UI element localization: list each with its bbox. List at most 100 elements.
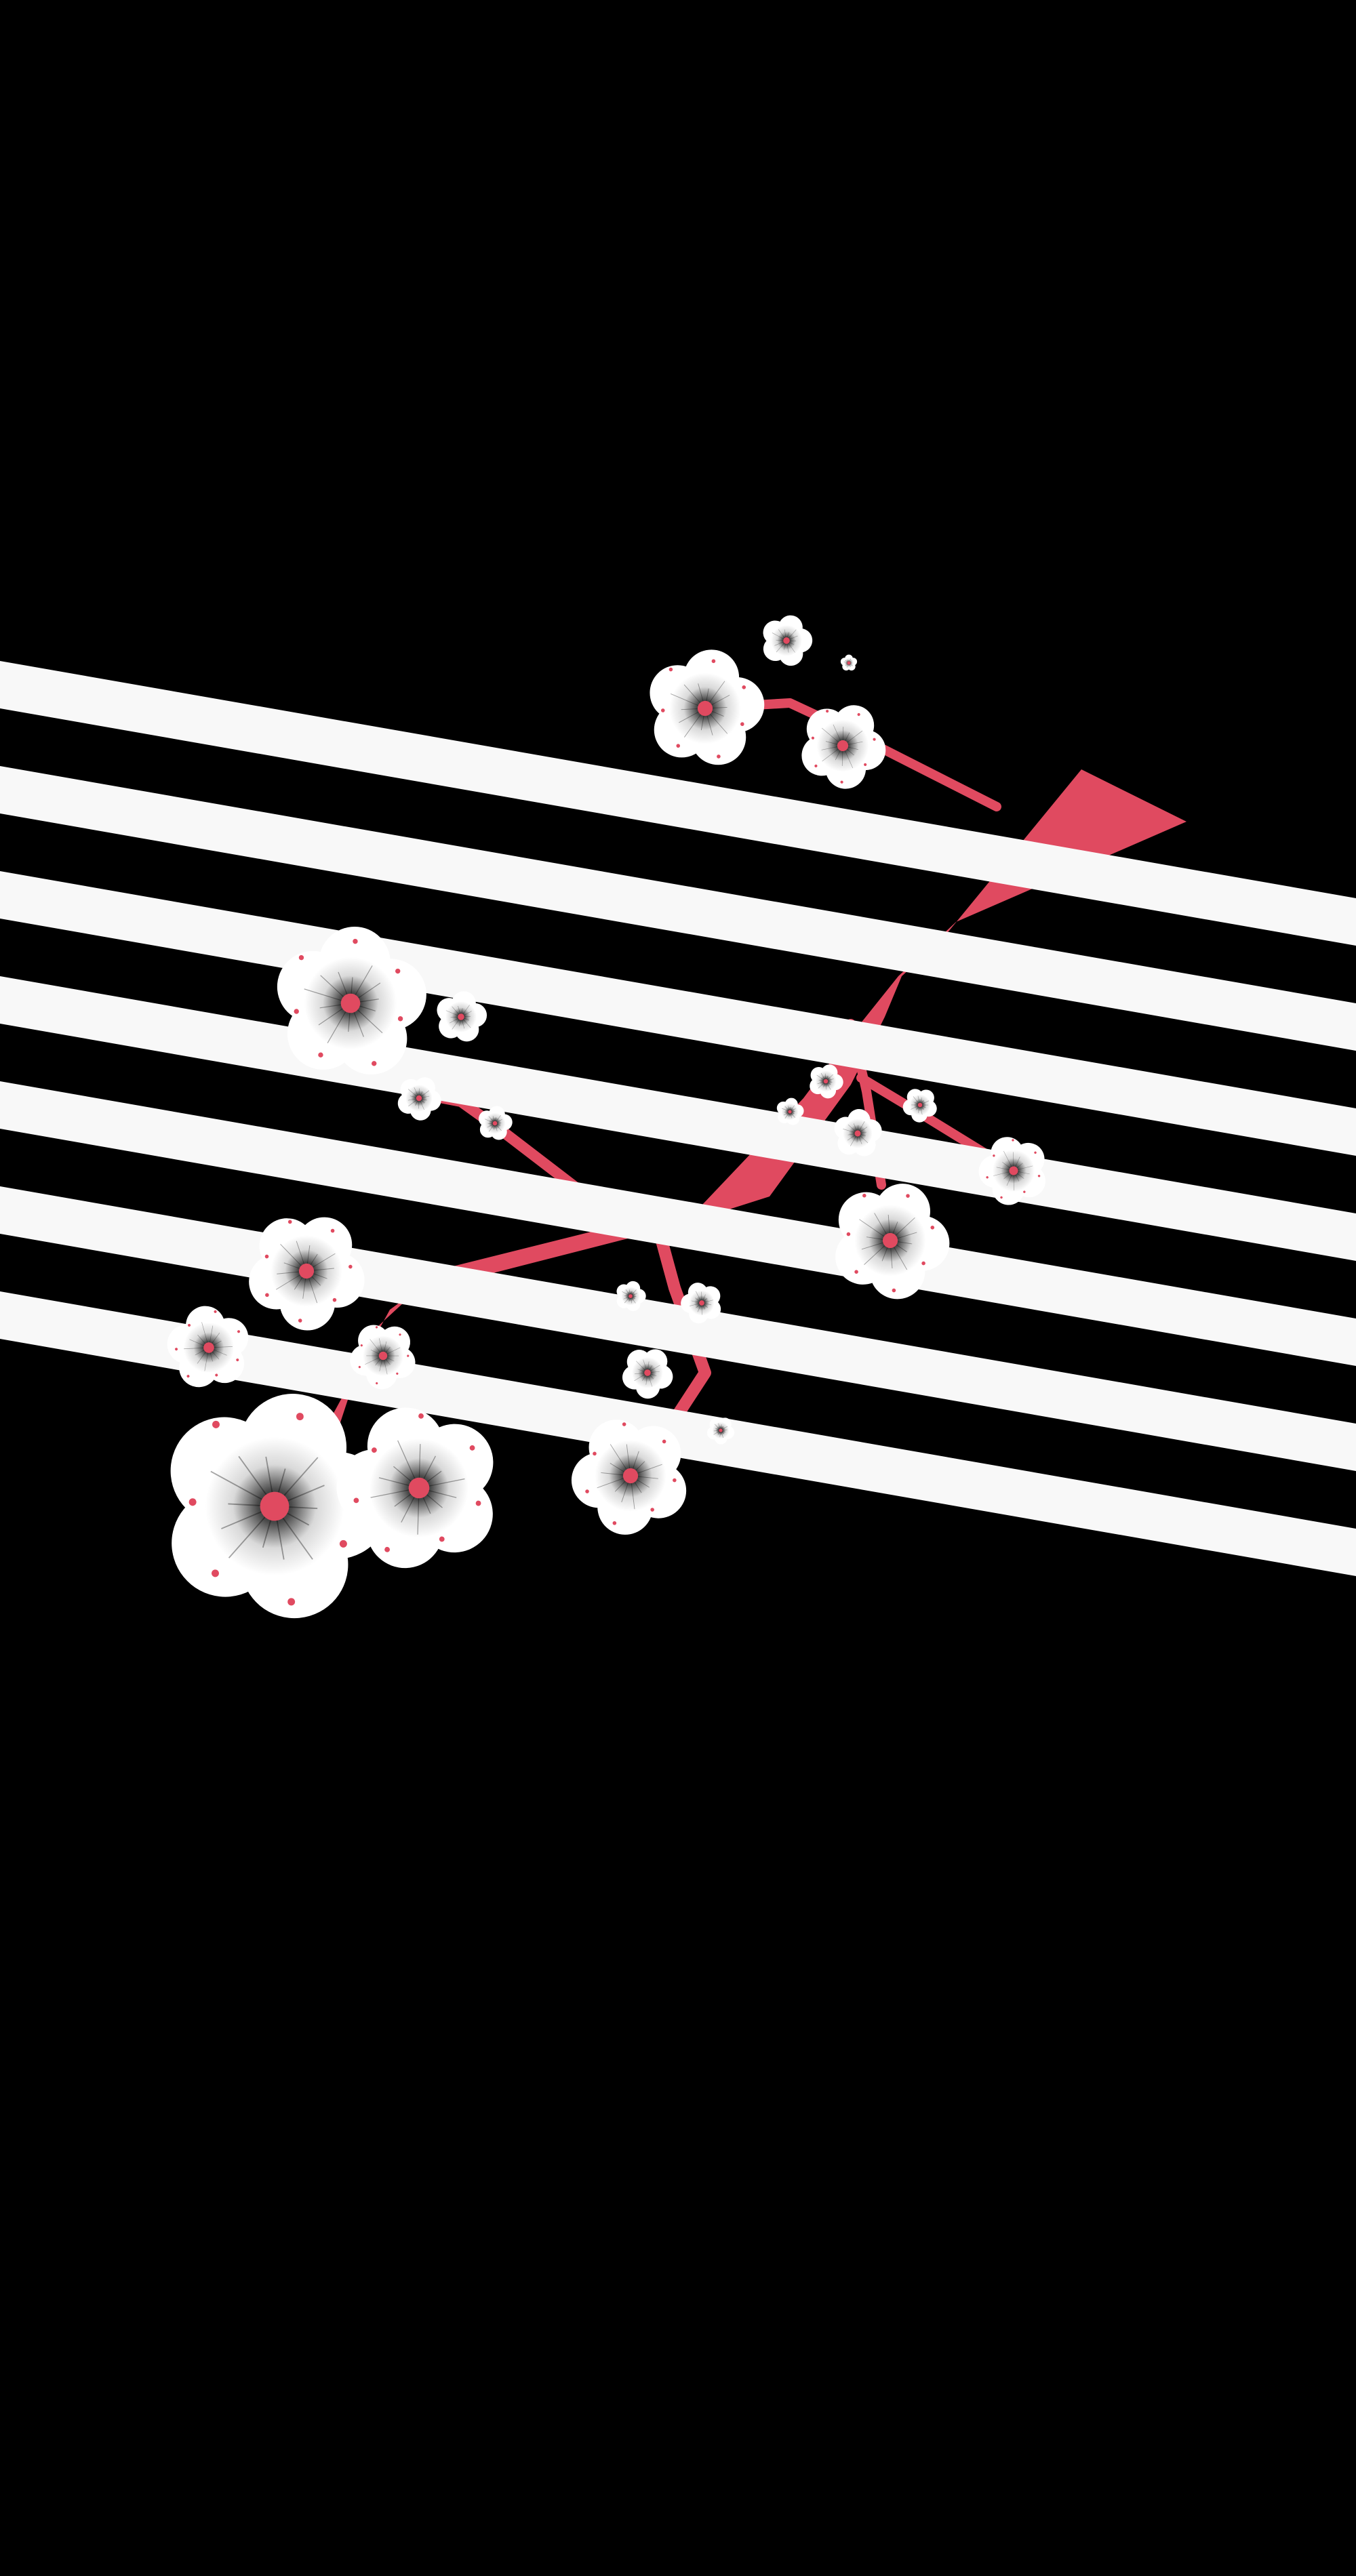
blossom-anther [854,1270,858,1274]
blossom-anther [669,667,673,672]
blossom-anther [840,780,843,784]
blossom [763,615,813,666]
blossom-center [854,1130,861,1137]
blossom-anther [264,1254,269,1259]
blossom-anther [372,1061,377,1066]
blossom-anther [740,722,744,726]
blossom-anther [418,1413,424,1419]
blossom [801,705,886,789]
blossom-anther [930,1226,935,1230]
blossom [835,1184,950,1300]
blossom-anther [1034,1151,1037,1154]
blossom-anther [993,1154,995,1157]
blossom [571,1420,687,1535]
blossom-anther [673,1478,677,1483]
blossom-center [847,661,851,665]
blossom-anther [612,1521,617,1525]
blossom [776,1098,804,1125]
blossom-center [788,1110,792,1114]
blossom-center [622,1468,639,1484]
blossom-center [203,1342,214,1353]
blossom-center [340,993,361,1013]
blossom-center [644,1369,651,1376]
blossoms [167,615,1045,1619]
blossom-anther [375,1326,378,1329]
blossom-anther [236,1359,239,1362]
blossom-center [783,637,790,644]
blossom-anther [384,1546,390,1552]
blossom [170,1394,390,1619]
blossom-anther [371,1447,377,1453]
blossom-center [699,1300,704,1306]
blossom-anther [439,1536,445,1542]
blossom-center [917,1102,923,1108]
blossom-anther [475,1500,481,1506]
twig-upper [751,698,1001,811]
blossom-anther [593,1451,597,1456]
blossom-anther [873,738,876,741]
blossom [167,1306,249,1388]
blossom-anther [826,709,829,713]
blossom-anther [212,1420,220,1428]
blossom [336,1407,494,1569]
blossom-anther [585,1489,589,1493]
blossom-center [719,1428,723,1432]
blossom-anther [892,1288,896,1293]
blossom [978,1137,1045,1205]
blossom-anther [662,1439,666,1444]
blossom-anther [237,1330,241,1333]
blossom-anther [811,736,815,740]
blossom-anther [1000,1196,1003,1199]
blossom [650,649,765,765]
blossom-anther [676,744,681,748]
blossom-anther [864,763,867,767]
blossom [834,1108,882,1156]
blossom-center [260,1491,290,1521]
blossom-anther [469,1445,475,1451]
blossom-anther [906,1194,910,1198]
blossom-anther [188,1498,197,1506]
blossom-anther [318,1052,323,1058]
blossom-anther [1012,1139,1014,1142]
blossom-anther [660,708,665,712]
blossom-anther [395,968,401,974]
blossom-anther [358,1365,361,1369]
blossom-anther [857,712,860,717]
blossom-anther [188,1323,191,1327]
blossom-anther [353,938,358,944]
blossom [437,991,487,1042]
blossom-anther [921,1261,925,1266]
blossom-anther [214,1310,217,1313]
blossom-anther [298,954,304,961]
blossom-anther [1023,1190,1026,1193]
blossom-anther [330,1228,335,1233]
blossom-center [458,1013,464,1020]
blossom-center [823,1079,829,1084]
blossom-anther [399,1333,401,1336]
blossom [397,1077,441,1121]
blossom [622,1349,673,1399]
blossom-anther [186,1375,190,1378]
blossom-anther [298,1319,302,1323]
blossom-anther [287,1598,296,1606]
blossom [681,1283,721,1324]
stripe-1 [0,661,1356,946]
blossom [350,1325,416,1390]
blossom-anther [175,1348,178,1351]
main-branch [298,769,1186,1478]
blossom-center [416,1095,422,1102]
blossom [810,1064,843,1099]
blossom-anther [396,1372,399,1375]
blossom-anther [986,1176,989,1179]
blossom-anther [814,764,818,767]
blossom-anther [717,754,721,759]
blossom [616,1281,646,1312]
blossom-anther [1037,1175,1041,1178]
blossom-anther [846,1232,851,1236]
blossom-anther [862,1193,866,1198]
blossom-anther [287,1220,292,1224]
blossom-center [629,1294,633,1298]
blossom-center [492,1121,498,1126]
blossom-anther [215,1373,218,1377]
